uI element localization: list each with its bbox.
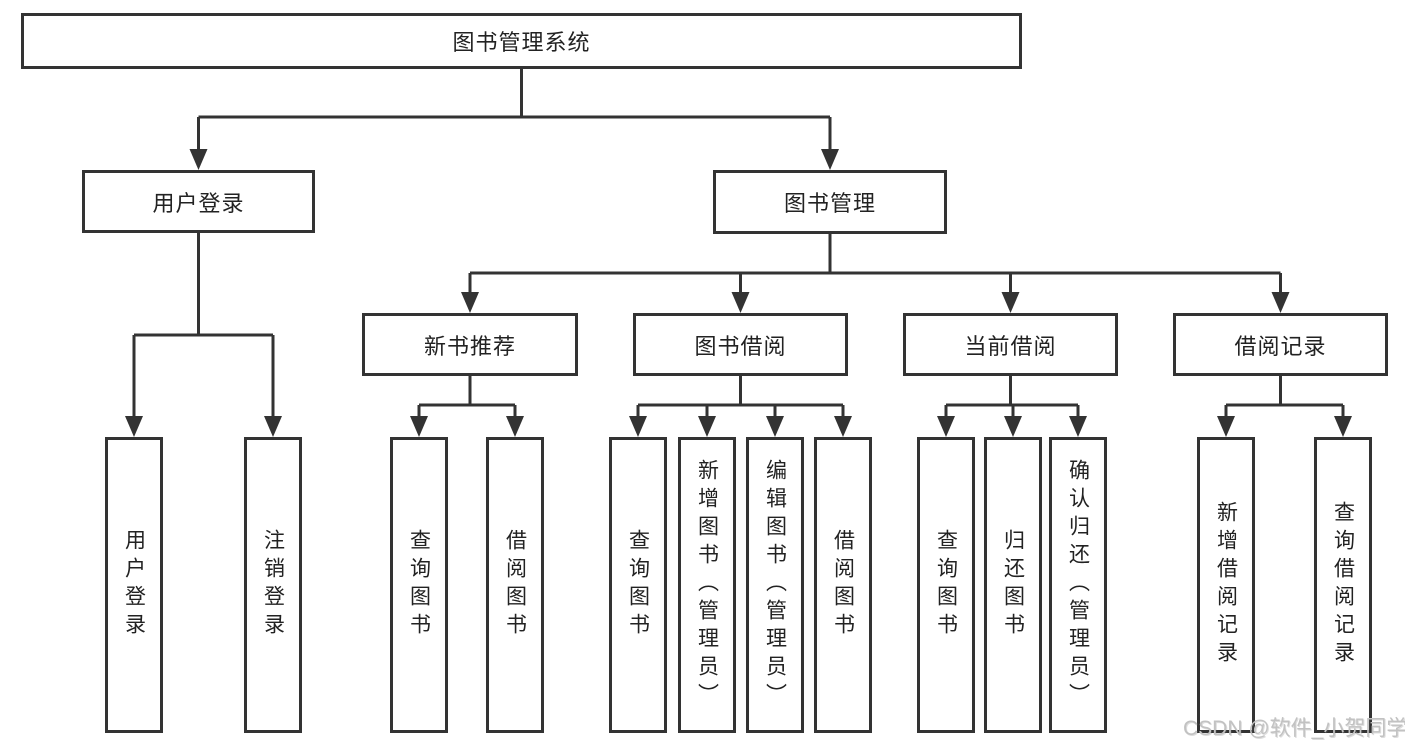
leaf-add-books-admin-label: 新增图书（管理员） <box>695 459 719 711</box>
leaf-query-borrow-record-label: 查询借阅记录 <box>1331 501 1355 669</box>
node-user-login: 用户登录 <box>82 170 315 233</box>
node-user-login-label: 用户登录 <box>152 190 245 216</box>
node-book-borrow-label: 图书借阅 <box>694 333 787 359</box>
node-root: 图书管理系统 <box>21 13 1022 69</box>
node-book-management-label: 图书管理 <box>783 191 876 216</box>
node-borrow-records-label: 借阅记录 <box>1234 333 1327 359</box>
node-root-label: 图书管理系统 <box>452 30 591 55</box>
leaf-borrow-books-recommend-label: 借阅图书 <box>503 529 527 641</box>
leaf-edit-books-admin-label: 编辑图书（管理员） <box>763 459 787 711</box>
node-book-borrow: 图书借阅 <box>633 313 848 376</box>
leaf-logout-label: 注销登录 <box>261 529 285 641</box>
leaf-return-books: 归还图书 <box>984 437 1042 733</box>
leaf-borrow-books: 借阅图书 <box>814 437 872 733</box>
leaf-return-books-label: 归还图书 <box>1001 529 1025 641</box>
leaf-edit-books-admin: 编辑图书（管理员） <box>746 437 804 733</box>
leaf-query-books-recommend-label: 查询图书 <box>407 529 431 641</box>
leaf-logout: 注销登录 <box>244 437 302 733</box>
leaf-confirm-return-admin: 确认归还（管理员） <box>1049 437 1107 733</box>
node-borrow-records: 借阅记录 <box>1173 313 1388 376</box>
leaf-borrow-books-label: 借阅图书 <box>831 529 855 641</box>
leaf-add-borrow-record: 新增借阅记录 <box>1197 437 1255 733</box>
watermark: CSDN @软件_小贺同学 <box>1183 717 1405 740</box>
node-new-book-recommend-label: 新书推荐 <box>423 333 516 359</box>
leaf-confirm-return-admin-label: 确认归还（管理员） <box>1066 459 1090 711</box>
leaf-borrow-books-recommend: 借阅图书 <box>486 437 544 733</box>
leaf-user-login: 用户登录 <box>105 437 163 733</box>
leaf-query-borrow-record: 查询借阅记录 <box>1314 437 1372 733</box>
node-new-book-recommend: 新书推荐 <box>362 313 578 376</box>
leaf-user-login-label: 用户登录 <box>122 529 146 641</box>
node-book-management: 图书管理 <box>713 170 947 234</box>
node-current-borrow: 当前借阅 <box>903 313 1118 376</box>
leaf-query-books-current: 查询图书 <box>917 437 975 733</box>
node-current-borrow-label: 当前借阅 <box>964 333 1057 359</box>
leaf-query-books-borrow-label: 查询图书 <box>626 529 650 641</box>
leaf-query-books-borrow: 查询图书 <box>609 437 667 733</box>
leaf-query-books-current-label: 查询图书 <box>934 529 958 641</box>
leaf-add-books-admin: 新增图书（管理员） <box>678 437 736 733</box>
leaf-query-books-recommend: 查询图书 <box>390 437 448 733</box>
leaf-add-borrow-record-label: 新增借阅记录 <box>1214 501 1238 669</box>
